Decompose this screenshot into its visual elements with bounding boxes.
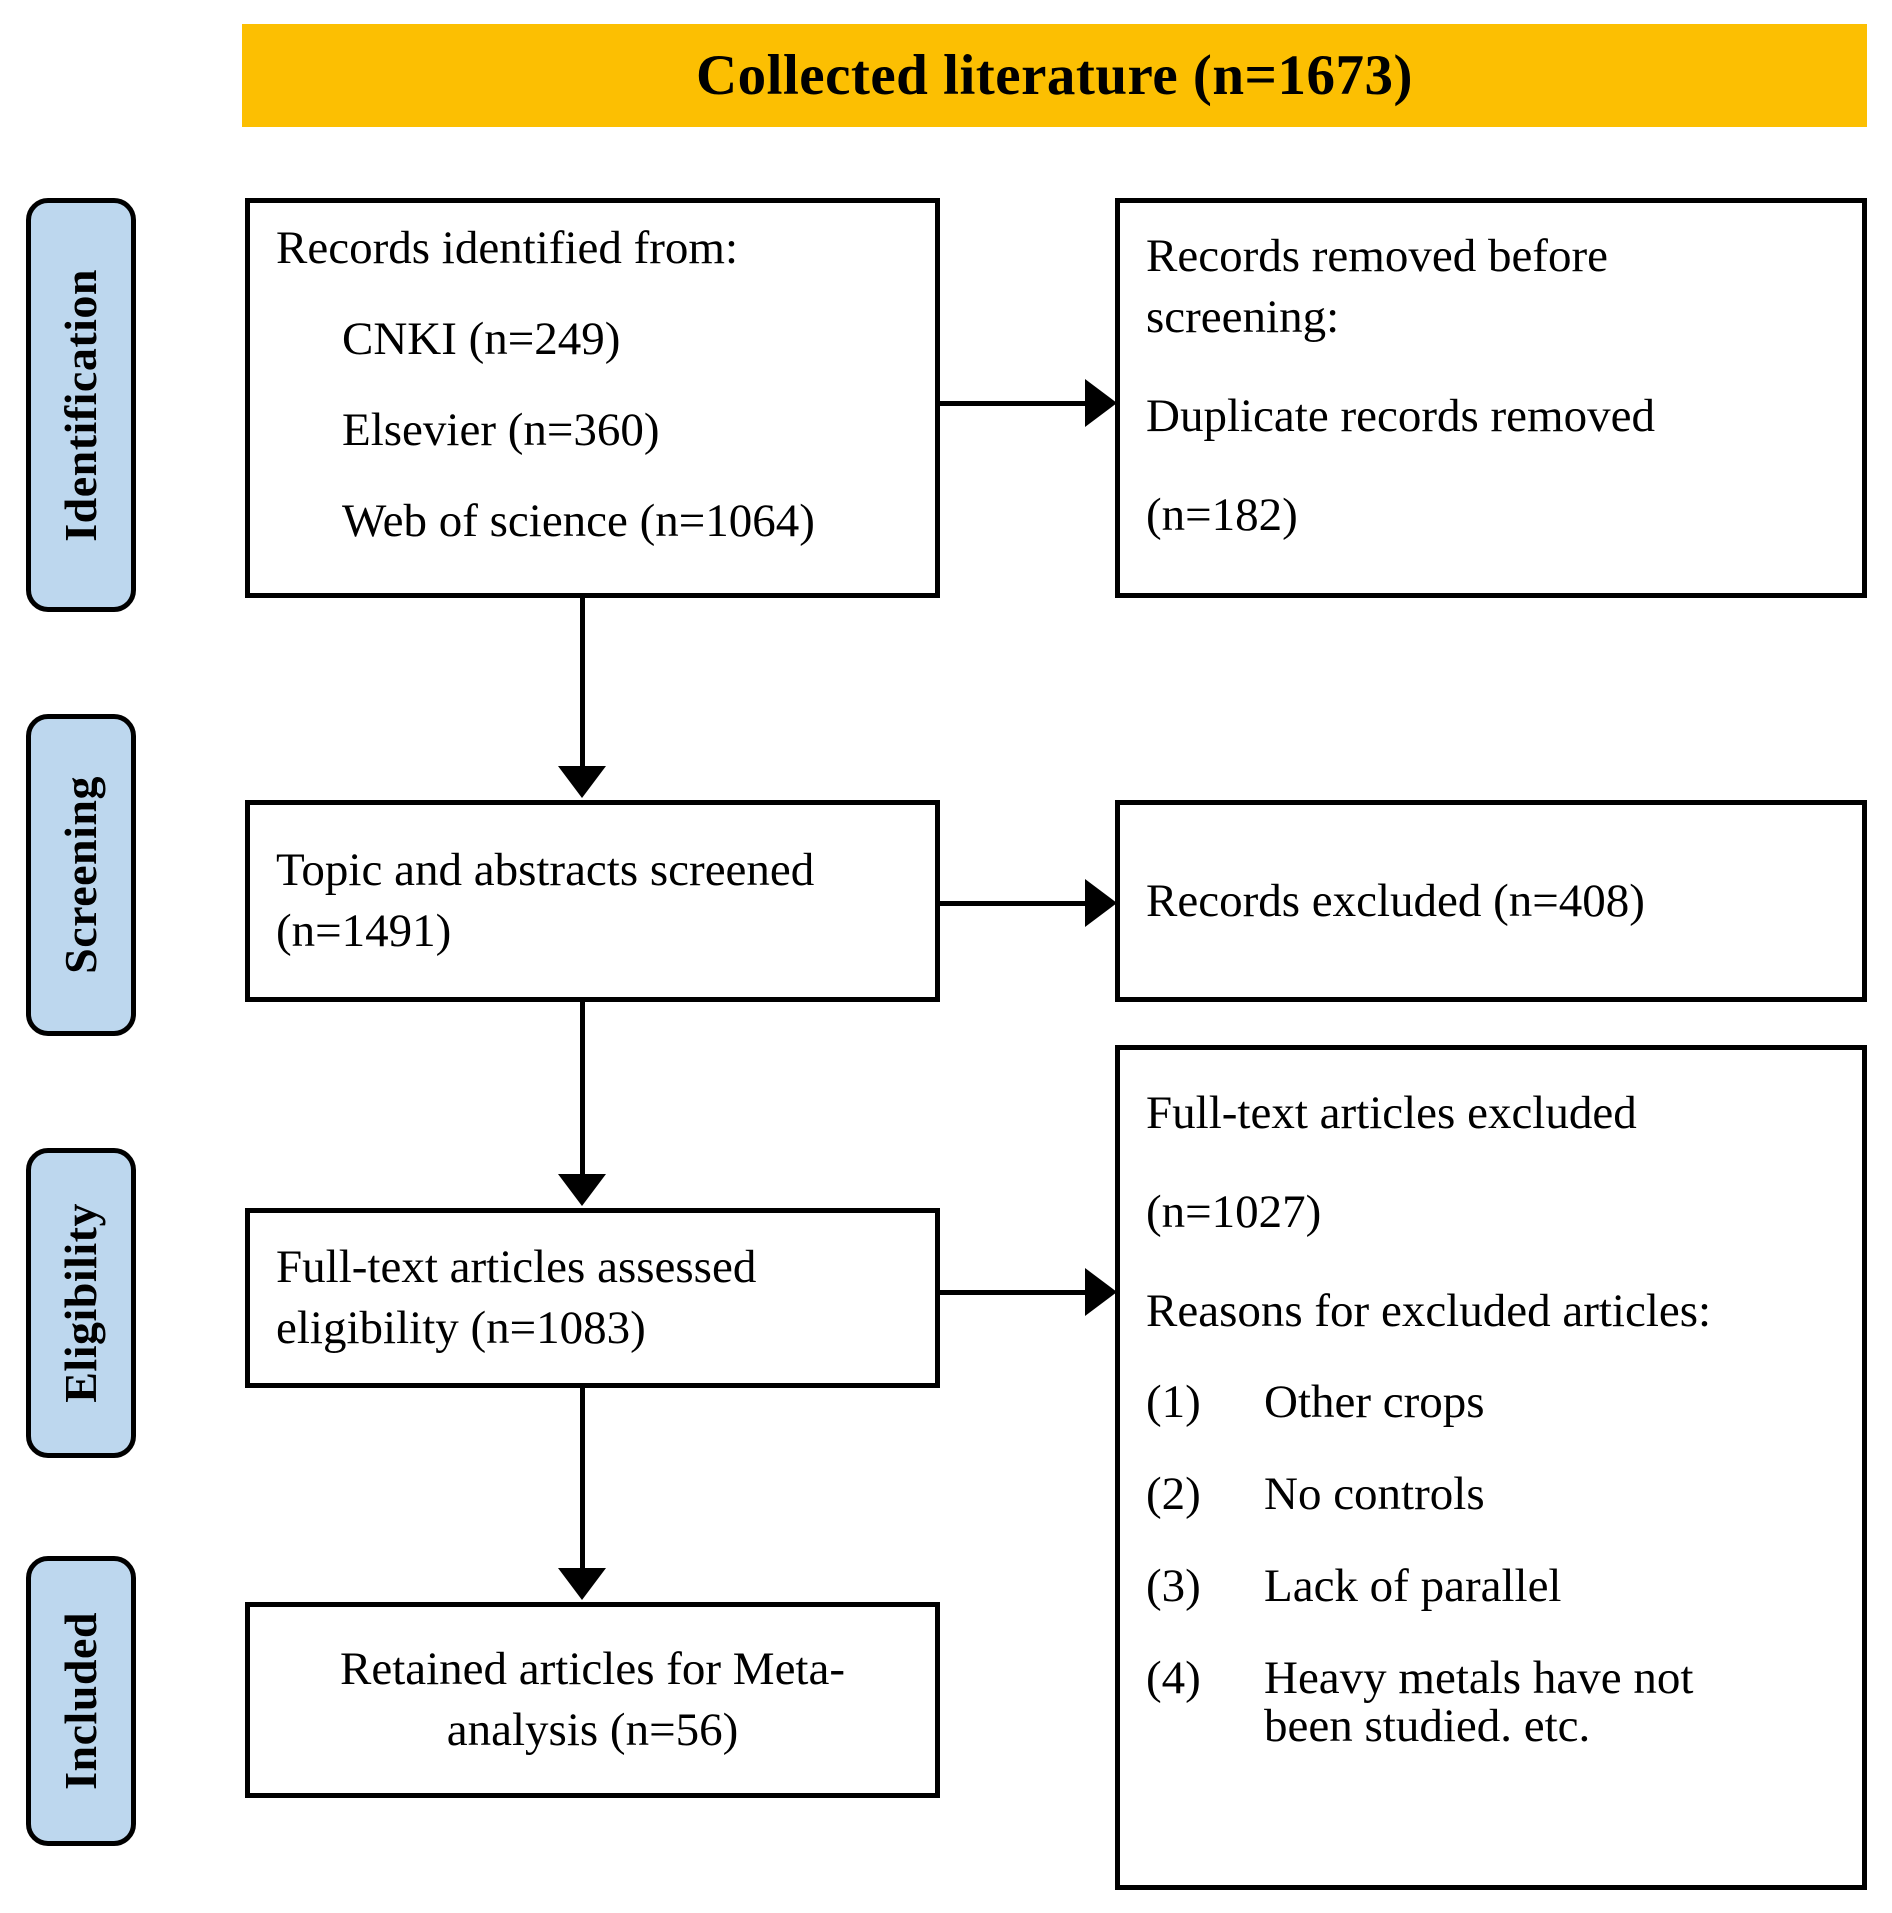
excluded-line-1: Full-text articles excluded — [1146, 1087, 1637, 1139]
exclusion-reason-2-number: (2) — [1146, 1467, 1201, 1520]
exclusion-reason-1-number: (1) — [1146, 1376, 1201, 1428]
source-web-of-science: Web of science (n=1064) — [342, 495, 815, 547]
retained-line-2: analysis (n=56) — [446, 1704, 739, 1756]
exclusion-reason-1-text: Other crops — [1264, 1376, 1485, 1428]
stage-label-included: Included — [26, 1556, 136, 1846]
screened-line-1: Topic and abstracts screened — [276, 844, 815, 896]
excluded-line-2: (n=1027) — [1146, 1186, 1322, 1238]
excluded-reasons-heading: Reasons for excluded articles: — [1146, 1285, 1712, 1337]
removed-line-4: (n=182) — [1146, 489, 1298, 541]
exclusion-reason-4-text-cont: been studied. etc. — [1264, 1699, 1591, 1752]
exclusion-reason-4-text: Heavy metals have not — [1264, 1651, 1694, 1704]
arrowhead-assessed-to-retained — [558, 1568, 606, 1600]
records-excluded-line-1: Records excluded (n=408) — [1146, 874, 1645, 927]
records-identified-heading: Records identified from: — [276, 222, 739, 274]
connector-screened-to-assessed — [580, 1002, 585, 1174]
removed-line-1: Records removed before — [1146, 230, 1608, 282]
page-title: Collected literature (n=1673) — [695, 44, 1414, 107]
exclusion-reason-3-text: Lack of parallel — [1264, 1559, 1562, 1612]
removed-line-2: screening: — [1146, 291, 1340, 343]
diagram-title-banner: Collected literature (n=1673) — [242, 24, 1867, 127]
exclusion-reason-3: (3) Lack of parallel — [1146, 1559, 1836, 1612]
exclusion-reason-4-number: (4) — [1146, 1651, 1201, 1704]
connector-identified-to-removed — [940, 401, 1090, 406]
screened-line-2: (n=1491) — [276, 905, 452, 957]
connector-screened-to-excluded — [940, 901, 1090, 906]
arrowhead-identified-to-removed — [1085, 379, 1117, 427]
removed-line-3: Duplicate records removed — [1146, 390, 1655, 442]
stage-label-screening-text: Screening — [55, 776, 106, 974]
box-fulltext-assessed-eligibility: Full-text articles assessed eligibility … — [245, 1208, 940, 1388]
arrowhead-screened-to-assessed — [558, 1174, 606, 1206]
exclusion-reason-4: (4) Heavy metals have not been studied. … — [1146, 1651, 1836, 1752]
arrowhead-identified-to-screened — [558, 766, 606, 798]
stage-label-screening: Screening — [26, 714, 136, 1036]
arrowhead-assessed-to-fulltext-excluded — [1085, 1268, 1117, 1316]
connector-identified-to-screened — [580, 598, 585, 766]
stage-label-eligibility-text: Eligibility — [55, 1203, 106, 1403]
stage-label-eligibility: Eligibility — [26, 1148, 136, 1458]
box-records-excluded: Records excluded (n=408) — [1115, 800, 1867, 1002]
stage-label-identification-text: Identification — [55, 268, 106, 542]
assessed-line-1: Full-text articles assessed — [276, 1241, 757, 1293]
exclusion-reason-2: (2) No controls — [1146, 1467, 1836, 1520]
box-records-removed-before-screening: Records removed before screening: Duplic… — [1115, 198, 1867, 598]
box-records-identified: Records identified from: CNKI (n=249) El… — [245, 198, 940, 598]
source-elsevier: Elsevier (n=360) — [342, 404, 660, 456]
exclusion-reason-1: (1) Other crops — [1146, 1376, 1836, 1428]
source-cnki: CNKI (n=249) — [342, 313, 621, 365]
box-fulltext-excluded: Full-text articles excluded (n=1027) Rea… — [1115, 1045, 1867, 1890]
stage-label-identification: Identification — [26, 198, 136, 612]
connector-assessed-to-retained — [580, 1388, 585, 1568]
exclusion-reason-2-text: No controls — [1264, 1467, 1485, 1520]
arrowhead-screened-to-excluded — [1085, 879, 1117, 927]
retained-line-1: Retained articles for Meta- — [339, 1643, 846, 1695]
assessed-line-2: eligibility (n=1083) — [276, 1302, 646, 1354]
stage-label-included-text: Included — [55, 1612, 106, 1790]
connector-assessed-to-fulltext-excluded — [940, 1290, 1090, 1295]
box-topic-abstracts-screened: Topic and abstracts screened (n=1491) — [245, 800, 940, 1002]
box-retained-articles: Retained articles for Meta- analysis (n=… — [245, 1602, 940, 1798]
exclusion-reason-3-number: (3) — [1146, 1559, 1201, 1612]
